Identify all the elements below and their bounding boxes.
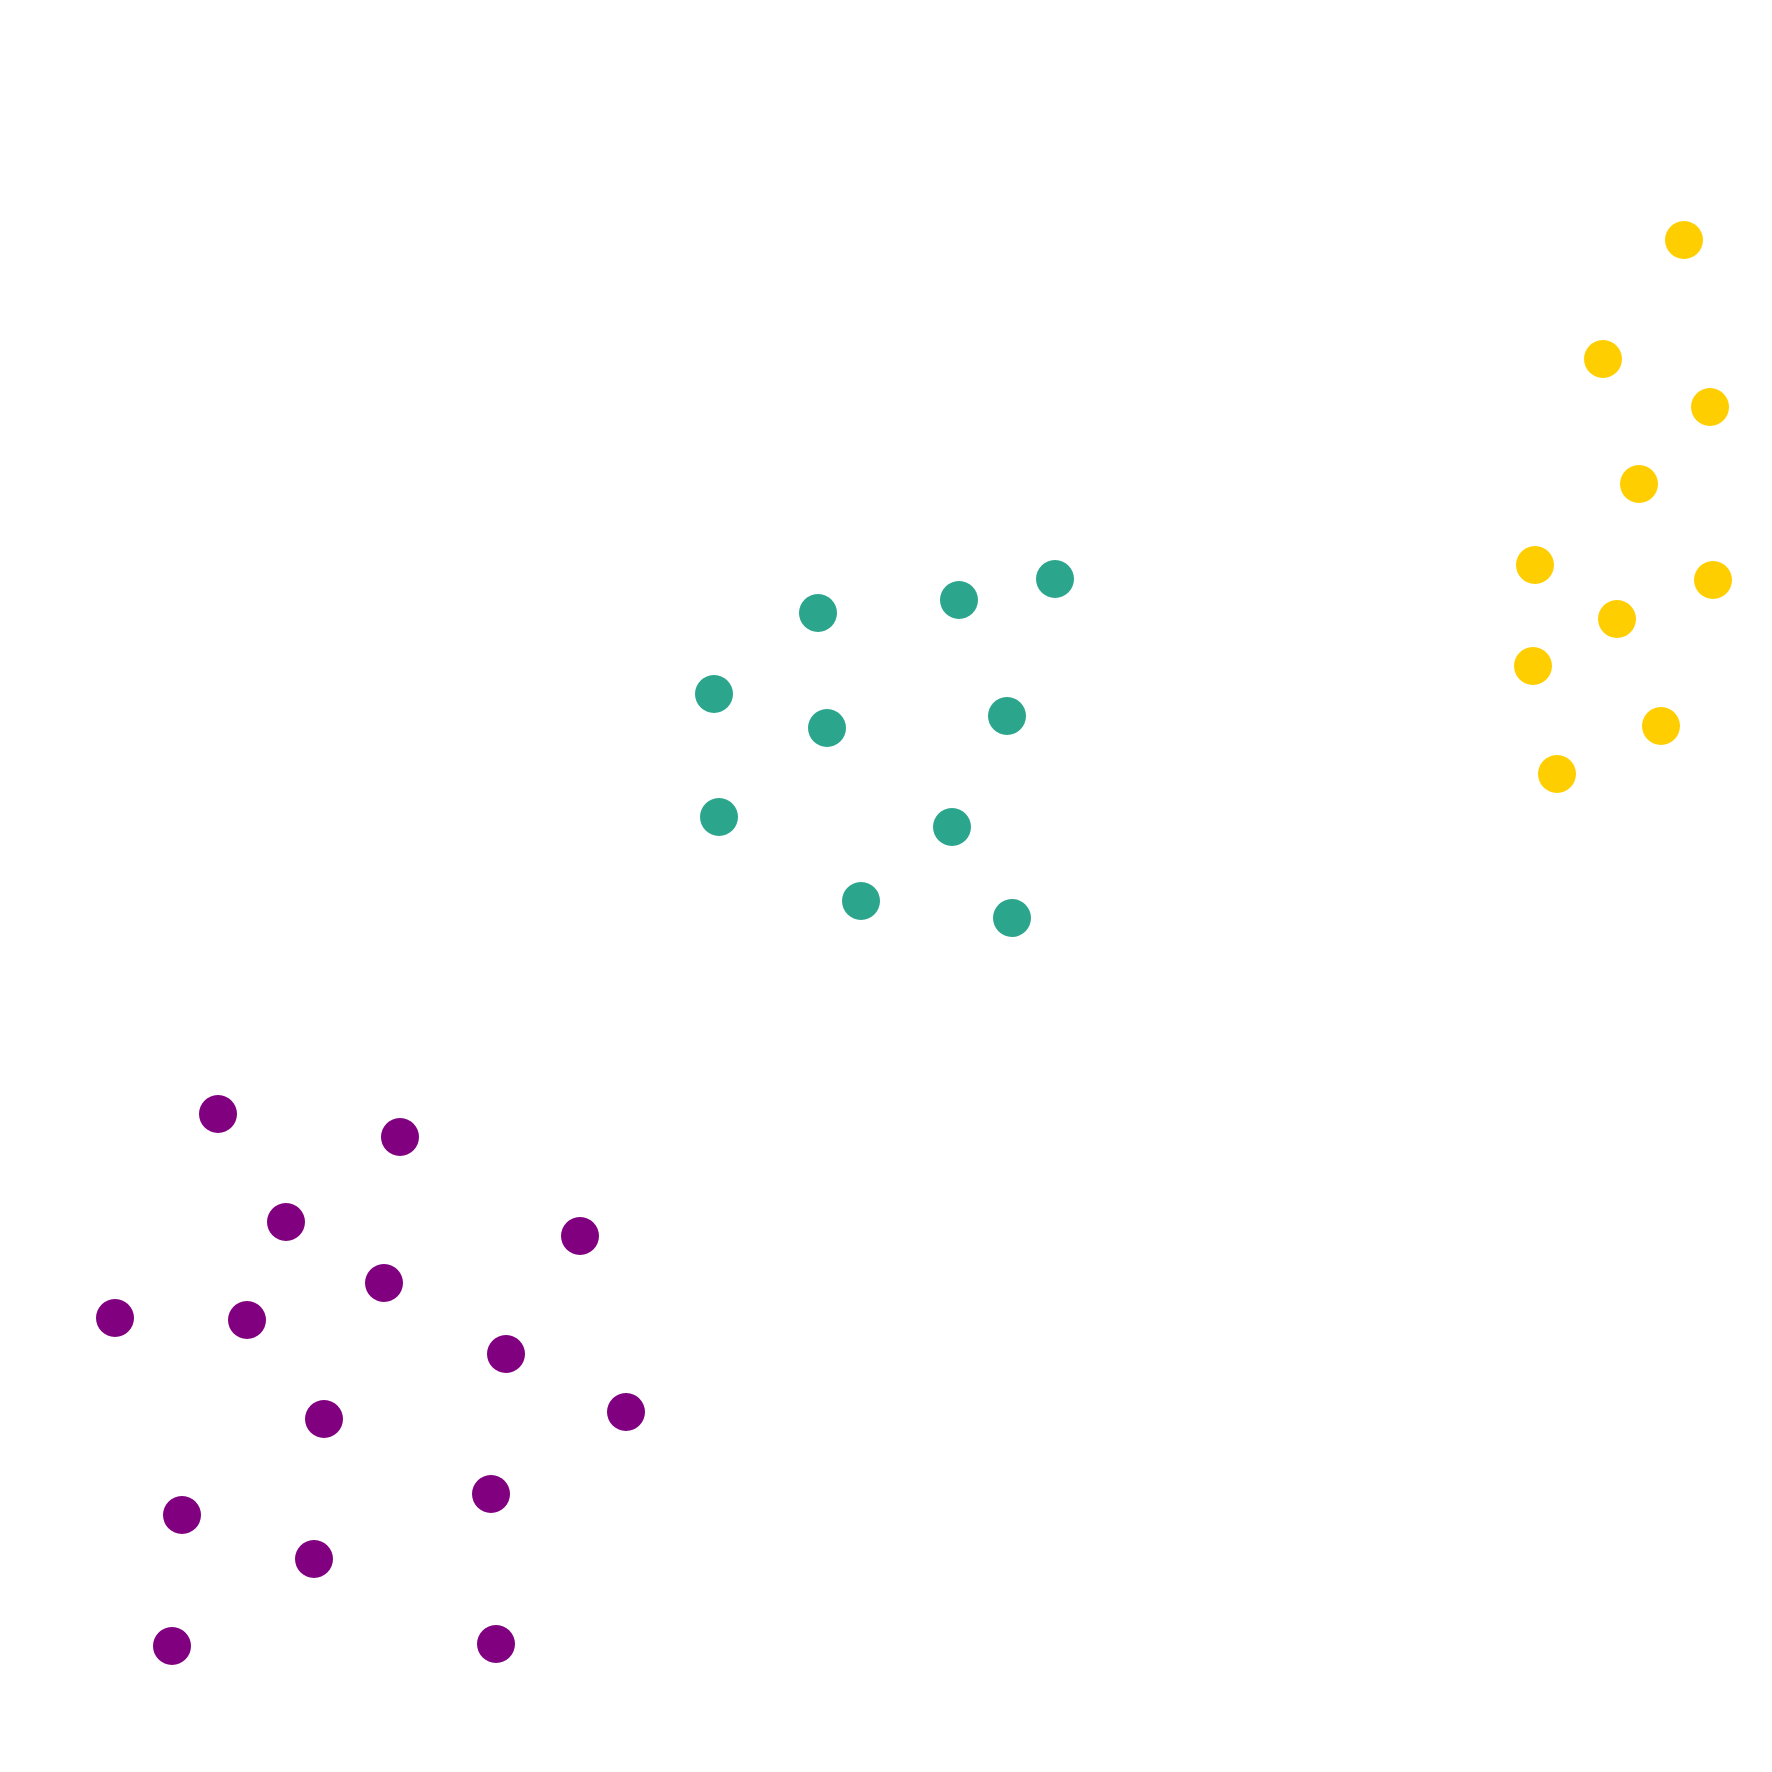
data-point-series-3-10 <box>1538 755 1576 793</box>
data-point-series-3-1 <box>1665 221 1703 259</box>
data-point-series-2-1 <box>1036 560 1074 598</box>
series-1 <box>96 1095 645 1665</box>
series-2 <box>695 560 1074 937</box>
data-point-series-1-2 <box>381 1118 419 1156</box>
data-point-series-1-12 <box>163 1496 201 1534</box>
points-layer <box>96 221 1732 1665</box>
data-point-series-1-9 <box>607 1393 645 1431</box>
data-point-series-1-4 <box>561 1217 599 1255</box>
data-point-series-2-7 <box>700 798 738 836</box>
data-point-series-1-7 <box>228 1301 266 1339</box>
data-point-series-1-15 <box>153 1627 191 1665</box>
series-3 <box>1514 221 1732 793</box>
data-point-series-3-3 <box>1691 388 1729 426</box>
data-point-series-1-8 <box>487 1335 525 1373</box>
data-point-series-2-9 <box>842 882 880 920</box>
data-point-series-2-5 <box>808 709 846 747</box>
data-point-series-3-7 <box>1598 600 1636 638</box>
data-point-series-2-10 <box>993 899 1031 937</box>
data-point-series-3-2 <box>1584 340 1622 378</box>
data-point-series-1-6 <box>96 1299 134 1337</box>
data-point-series-1-10 <box>305 1400 343 1438</box>
data-point-series-2-8 <box>933 808 971 846</box>
data-point-series-1-14 <box>477 1625 515 1663</box>
data-point-series-2-2 <box>940 581 978 619</box>
data-point-series-1-5 <box>365 1264 403 1302</box>
data-point-series-1-3 <box>267 1203 305 1241</box>
data-point-series-3-5 <box>1516 546 1554 584</box>
data-point-series-3-8 <box>1514 647 1552 685</box>
data-point-series-3-4 <box>1620 465 1658 503</box>
data-point-series-2-4 <box>695 675 733 713</box>
data-point-series-1-13 <box>295 1540 333 1578</box>
data-point-series-2-3 <box>799 594 837 632</box>
data-point-series-3-6 <box>1694 561 1732 599</box>
data-point-series-1-11 <box>472 1475 510 1513</box>
data-point-series-1-1 <box>199 1095 237 1133</box>
data-point-series-2-6 <box>988 697 1026 735</box>
data-point-series-3-9 <box>1642 707 1680 745</box>
